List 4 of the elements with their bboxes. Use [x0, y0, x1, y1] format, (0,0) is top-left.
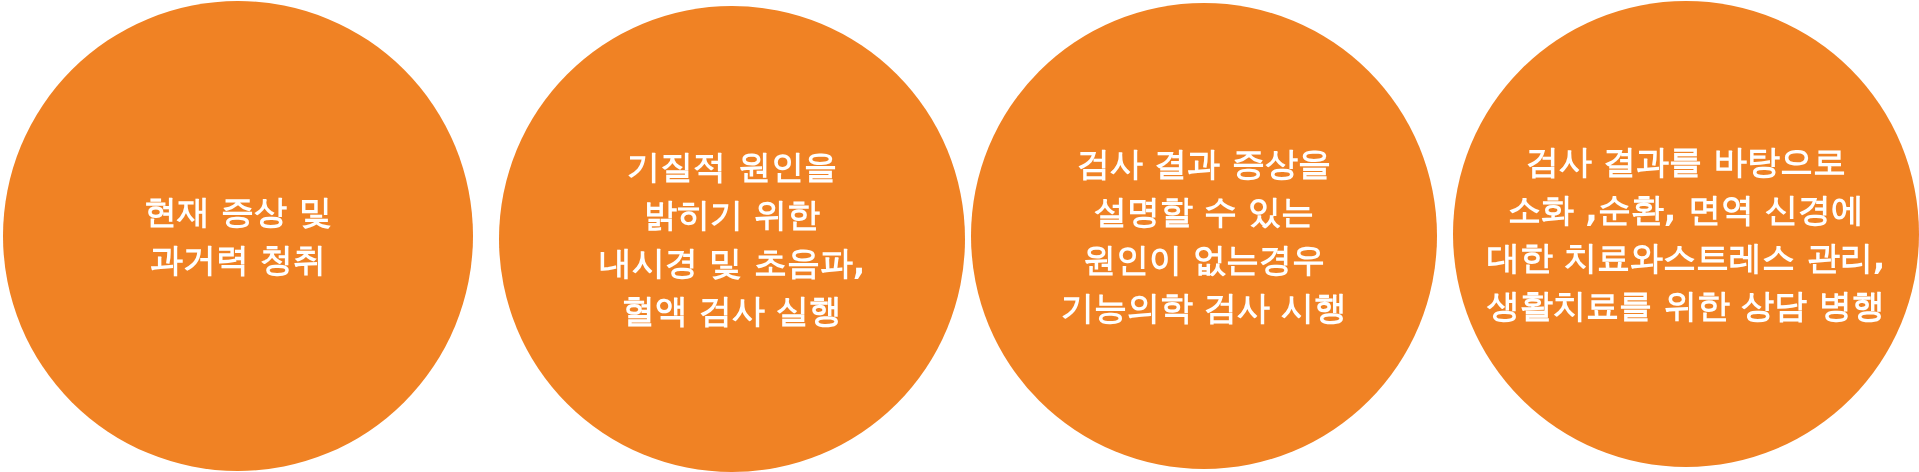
step-text: 검사 결과 증상을 설명할 수 있는 원인이 없는경우 기능의학 검사 시행	[1060, 143, 1348, 329]
step-text: 검사 결과를 바탕으로 소화 ,순환, 면역 신경에 대한 치료와스트레스 관리, 생활치료를 위한 상담 병행	[1486, 141, 1886, 327]
step-text: 현재 증상 및 과거력 청취	[144, 191, 332, 281]
step-text: 기질적 원인을 밝히기 위한 내시경 및 초음파, 혈액 검사 실행	[598, 146, 866, 332]
